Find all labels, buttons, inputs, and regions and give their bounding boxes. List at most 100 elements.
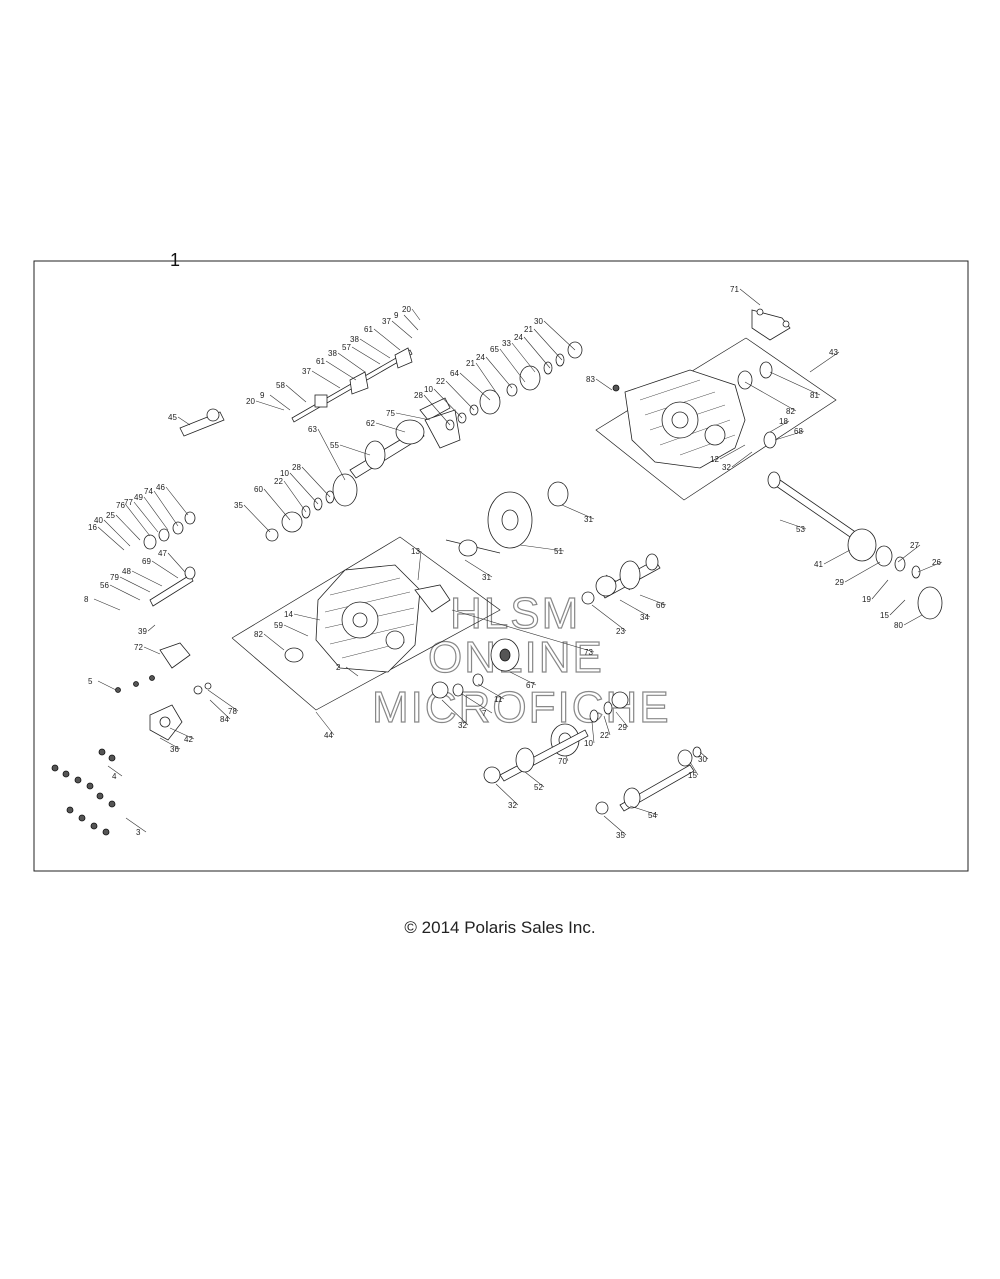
callout-51: 51 [554,547,563,556]
callout-leader [779,519,807,530]
callout-leader [595,378,613,391]
callout-46: 46 [156,483,165,492]
callout-leader [285,384,307,403]
callout-47: 47 [158,549,167,558]
callout-56: 56 [100,581,109,590]
callout-leader [451,609,595,653]
callout-68: 68 [794,427,803,436]
callout-leader [165,486,189,516]
seal-68 [763,431,777,449]
callout-leader [903,614,923,626]
fittings-78-84 [193,682,212,695]
watermark-line-2: ONLINE [428,633,604,682]
callout-leader [109,584,141,601]
callout-31: 31 [482,573,491,582]
callout-10: 10 [280,469,289,478]
callout-45: 45 [168,413,177,422]
callout-leader [97,526,125,551]
callout-82: 82 [254,630,263,639]
callout-leader [359,338,391,359]
callout-leader [689,761,699,776]
callout-leader [629,805,659,816]
callout-70: 70 [558,757,567,766]
callout-62: 62 [366,419,375,428]
callout-leader [131,570,163,587]
callout-44: 44 [324,731,333,740]
callout-leader [731,451,753,468]
callout-40: 40 [94,516,103,525]
callout-38: 38 [328,349,337,358]
callout-leader [499,348,526,383]
callout-leader [167,552,186,573]
callout-leader [337,352,366,373]
callout-leader [509,671,537,686]
callout-leader [823,549,851,565]
callout-32: 32 [722,463,731,472]
callout-77: 77 [124,498,133,507]
callout-37: 37 [382,317,391,326]
callout-leader [523,336,551,369]
callout-65: 65 [490,345,499,354]
callout-leader [445,380,475,411]
watermark-line-1: HLSM [450,589,580,638]
callout-22: 22 [600,731,609,740]
shaft-47 [149,566,196,607]
callout-55: 55 [330,441,339,450]
callout-29: 29 [618,723,627,732]
bearing-31-upper [547,481,569,507]
shaft-52 [499,729,589,782]
callout-leader [774,430,805,441]
bracket-72 [159,642,191,669]
callout-leader [769,420,790,433]
callout-36: 36 [170,745,179,754]
callout-leader [639,594,667,606]
callout-60: 60 [254,485,263,494]
bearing-35-lower [595,801,609,815]
callout-leader [871,579,889,600]
gear-63 [332,473,358,507]
callout-leader [844,561,881,583]
callout-22: 22 [436,377,445,386]
bracket-71 [751,308,791,341]
seal-82-upper [737,370,753,390]
callout-23: 23 [616,627,625,636]
callout-leader [177,416,191,426]
input-shaft-55 [349,397,451,479]
bearing-81 [759,361,773,379]
bearing-32-lower [483,766,501,784]
callout-66: 66 [656,601,665,610]
callout-49: 49 [134,493,143,502]
callout-64: 64 [450,369,459,378]
callout-54: 54 [648,811,657,820]
chain-75 [424,409,461,449]
callout-leader [417,550,422,581]
callout-24: 24 [476,353,485,362]
transmission-case-left [315,564,421,673]
callout-leader [339,444,371,456]
callout-leader [464,559,493,578]
callout-29: 29 [835,578,844,587]
diagram-frame [33,260,969,872]
callout-leader [917,561,943,573]
callout-leader [433,388,463,419]
callout-35: 35 [616,831,625,840]
callout-41: 41 [814,560,823,569]
callout-75: 75 [386,409,395,418]
callout-leader [543,320,576,351]
callout-35: 35 [234,501,243,510]
callout-10: 10 [424,385,433,394]
callout-20: 20 [402,305,411,314]
callout-leader [615,711,629,728]
callout-9: 9 [394,311,399,320]
callout-leader [769,371,821,396]
cover-73 [414,584,451,613]
callout-leader [103,519,131,547]
callout-34: 34 [640,613,649,622]
callout-57: 57 [342,343,351,352]
callout-leader [133,501,159,533]
callout-27: 27 [910,541,919,550]
callout-leader [699,751,709,760]
callout-leader [283,624,309,637]
callout-24: 24 [514,333,523,342]
callout-14: 14 [284,610,293,619]
